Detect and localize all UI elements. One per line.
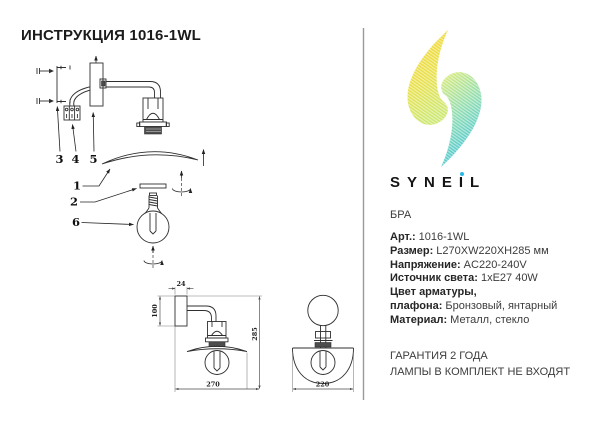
spec-label: Источник света: (390, 272, 478, 285)
brand-i-accent-dot (460, 171, 465, 176)
spec-label: Материал: (390, 313, 448, 326)
wall-plate (89, 55, 107, 107)
part-number-ring: 2 (70, 195, 78, 209)
spec-label: Размер: (390, 244, 434, 257)
spec-row: Цвет арматуры, плафона:Бронзовый, янтарн… (390, 286, 592, 314)
brand-text-pre: SYNE (390, 174, 459, 191)
brand-letter-i: I (459, 171, 470, 191)
dim-plate-depth: 24 (176, 280, 186, 288)
spec-value: 1016-1WL (418, 231, 470, 243)
logo-s-shape (407, 30, 482, 167)
page-title: ИНСТРУКЦИЯ 1016-1WL (21, 27, 202, 44)
part-number-shade: 1 (73, 179, 81, 193)
mounting-screws (36, 68, 54, 104)
part-number-plate: 5 (89, 152, 97, 166)
side-view-drawing: 24 100 285 270 (151, 280, 262, 392)
assembly-diagram: 1 2 3 4 5 6 (36, 55, 206, 268)
spec-value: Металл, стекло (450, 313, 530, 326)
part-number-bulb: 6 (72, 215, 80, 229)
lamps-note: ЛАМПЫ В КОМПЛЕКТ НЕ ВХОДЯТ (390, 365, 571, 378)
dim-total-depth: 270 (206, 381, 220, 389)
product-specs: Арт.:1016-1WL Размер:L270XW220XH285 мм Н… (390, 231, 592, 328)
dim-plate-height: 100 (151, 304, 159, 318)
spec-value: 1xE27 40W (480, 272, 538, 285)
shade (101, 149, 206, 166)
glass-ring (139, 170, 193, 196)
socket-assembly (136, 97, 170, 135)
wall-bracket (56, 65, 71, 104)
lamp-arm (106, 81, 161, 98)
part-leaders (55, 106, 137, 227)
dim-width: 220 (316, 381, 330, 389)
part-number-terminal: 4 (71, 152, 79, 166)
brand-text-post: L (470, 174, 487, 191)
part-number-bracket: 3 (55, 152, 63, 166)
warranty-note: ГАРАНТИЯ 2 ГОДА (390, 350, 488, 362)
spec-value: AC220-240V (463, 258, 527, 271)
dim-total-height: 285 (251, 327, 259, 341)
spec-label: Напряжение: (390, 258, 461, 271)
spec-row: Арт.:1016-1WL (390, 231, 592, 245)
bulb (136, 192, 170, 268)
spec-row: Напряжение:AC220-240V (390, 259, 592, 273)
front-view-drawing: 220 (292, 294, 354, 392)
spec-value: Бронзовый, янтарный (445, 299, 558, 312)
spec-value: L270XW220XH285 мм (436, 244, 549, 257)
spec-label: Цвет арматуры, плафона: (390, 286, 477, 312)
spec-row: Материал:Металл, стекло (390, 314, 592, 328)
product-category: БРА (390, 209, 412, 221)
brand-logo-mark (407, 30, 482, 167)
spec-label: Арт.: (390, 231, 416, 243)
spec-row: Размер:L270XW220XH285 мм (390, 245, 592, 259)
terminal-block (63, 85, 96, 121)
footer-notes: ГАРАНТИЯ 2 ГОДА ЛАМПЫ В КОМПЛЕКТ НЕ ВХОД… (390, 349, 570, 380)
spec-row: Источник света:1xE27 40W (390, 272, 592, 286)
